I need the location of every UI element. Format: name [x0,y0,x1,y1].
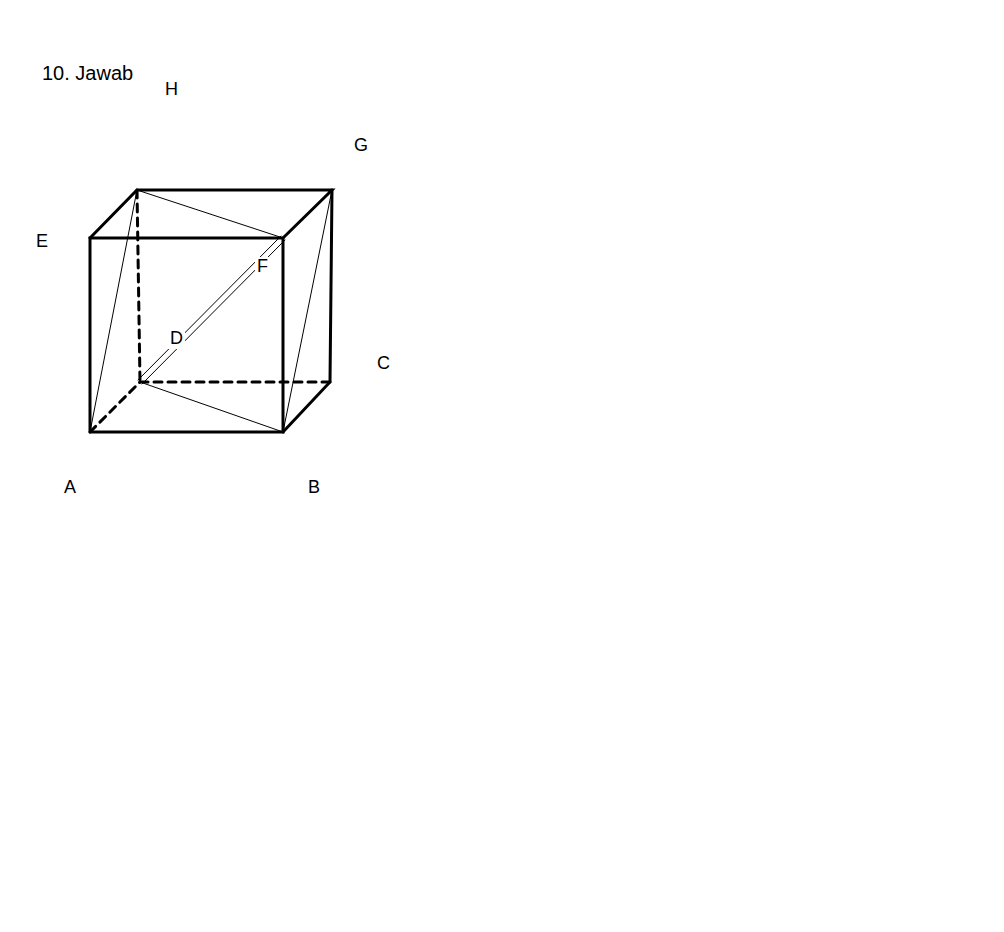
vertex-label: E [34,232,50,252]
vertex-label: H [163,80,180,100]
face-diagonal [283,190,332,432]
vertex-label: C [375,354,392,374]
hidden-edge [137,190,140,382]
face-diagonal [142,240,285,384]
hidden-edge [90,382,140,432]
face-diagonal [140,382,283,432]
vertex-label: D [168,329,185,349]
cube-edges [90,190,332,432]
face-diagonal [137,190,283,238]
top-face [90,190,332,238]
hidden-edge [140,381,330,384]
vertex-label: G [352,136,370,156]
vertex-label: F [255,257,270,277]
vertex-label: A [62,478,78,498]
face-diagonal [90,190,137,432]
face-diagonal [138,236,281,380]
vertex-label: B [306,478,322,498]
front-face [90,238,283,432]
question-heading: 10. Jawab [40,62,135,84]
right-face [283,190,332,432]
